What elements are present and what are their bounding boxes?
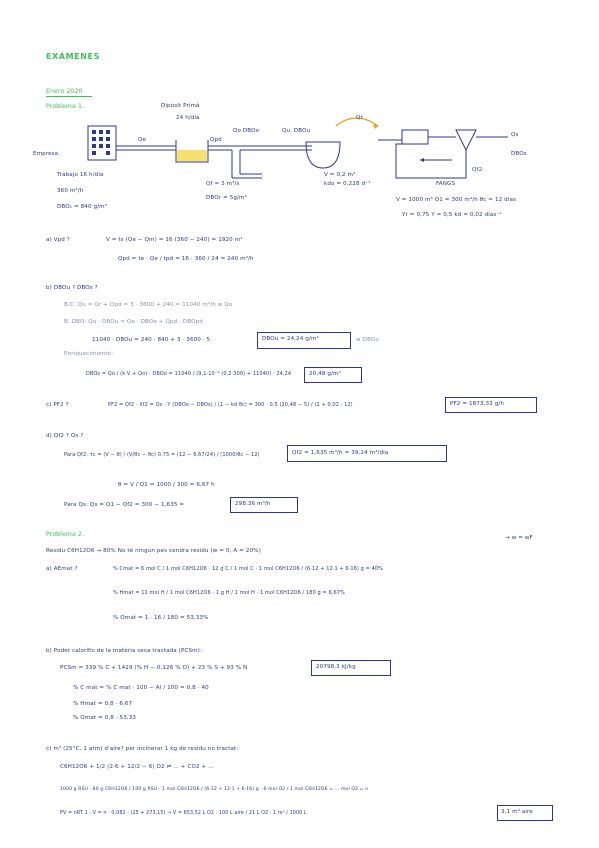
p1-d-result1-box bbox=[287, 445, 447, 462]
p1-d-result1: Qf2 = 1,635 m³/h = 39,24 m³/día bbox=[292, 450, 389, 456]
diagram-qu-label: Qu, DBOu bbox=[282, 128, 311, 134]
p1-d-line3: Para Qs: Qs = Q1 − Qf2 = 300 − 1,635 = bbox=[64, 502, 185, 508]
diagram-reactor-volume: V = 0,2 m³ bbox=[324, 172, 356, 178]
p2-c-result: 3,1 m³ aire bbox=[501, 809, 533, 815]
diagram-qpd-label: Qpd bbox=[210, 137, 222, 143]
diagram-params1: V = 1000 m³ Q1 = 300 m³/h θc = 12 días bbox=[396, 197, 516, 203]
p2-b-label: b) Poder calorífic de la matèria seca tr… bbox=[46, 648, 202, 654]
p2-c-line3: PV = nRT 1 · V = n · 0,082 · (25 + 273,1… bbox=[60, 811, 307, 816]
p1-d-label: d) Qf2 ? Qs ? bbox=[46, 433, 84, 439]
p2-a-c: % Cmat = 6 mol C / 1 mol C6H12O6 · 12 g … bbox=[113, 566, 384, 572]
diagram-flow-label: 360 m³/h bbox=[57, 188, 84, 194]
p1-b-line1: B.C: Qu = Qr + Qpd = 3 · 3600 + 240 = 11… bbox=[64, 302, 233, 308]
p2-b-h: % Hmat = 0,8 · 6,67 bbox=[73, 701, 133, 707]
p1-b-result1: DBOu = 24,24 g/m³ bbox=[262, 336, 319, 342]
p1-a-line1: V = ts (Qe − Qm) = 16 (360 − 240) = 1920… bbox=[106, 237, 243, 243]
p1-d-result2-box bbox=[230, 497, 298, 513]
diagram-dbof-label: DBOr = 5g/m³ bbox=[206, 195, 247, 201]
diagram-qo-label: Qo DBOo bbox=[233, 128, 260, 134]
p2-b-line: PCSm = 339 % C + 1419 (% H − 0,126 % O) … bbox=[60, 665, 248, 671]
p2-a-label: a) AEmat ? bbox=[46, 566, 78, 572]
p1-c-result-box bbox=[445, 397, 537, 413]
p2-b-o: % Omat = 0,8 · 53,33 bbox=[73, 715, 137, 721]
p2-a-o: % Omat = 1 · 16 / 180 = 53,33% bbox=[113, 615, 209, 621]
p2-residue-note: → w = wF bbox=[505, 535, 533, 541]
problem2-title: Problema 2. bbox=[46, 531, 85, 538]
p1-b-result1-box bbox=[257, 332, 351, 349]
p1-c-result: PF2 = 1873,33 g/h bbox=[450, 401, 504, 407]
p2-c-line1: C6H12O6 + 1/2 (2·6 + 12/2 − 6) O2 ⇌ … + … bbox=[60, 764, 214, 770]
p2-c-label: c) m³ (25°C, 1 atm) d'aire? per incinera… bbox=[46, 746, 239, 752]
diagram-deposit-time: 24 h/día bbox=[176, 115, 200, 121]
diagram-deposit-label: Dipòsit Primà bbox=[161, 103, 200, 109]
diagram-qr-label: Qr bbox=[356, 115, 363, 121]
problem1-title: Problema 1. bbox=[46, 103, 85, 110]
p1-b-result2-box bbox=[304, 367, 362, 383]
diagram-dbos-label: DBOs bbox=[511, 151, 527, 157]
p1-b-equiv: ≡ DBOo bbox=[356, 337, 379, 343]
diagram-qf2-label: Qf2 bbox=[472, 167, 483, 173]
p2-c-result-box bbox=[497, 805, 553, 821]
exam-date: Enero 2020 bbox=[46, 88, 83, 95]
p1-c-line: PF2 = Qf2 · Xf2 = Qs · Y (DBOo − DBOs) /… bbox=[108, 402, 353, 408]
p1-d-line2: θ = V / Q1 = 1000 / 300 = 6,67 h bbox=[118, 482, 215, 488]
p1-a-label: a) Vpd ? bbox=[46, 237, 70, 243]
p1-c-label: c) PF2 ? bbox=[46, 402, 69, 408]
diagram-qf-label: Qf = 3 m³/s bbox=[206, 181, 240, 187]
p1-d-line1: Para Qf2: τc = (V − θ) / (V/θc − θc) 0,7… bbox=[64, 452, 260, 458]
p2-b-result: 20798,3 kJ/kg bbox=[316, 664, 356, 670]
diagram-reactor-k: kdo = 0,228 d⁻¹ bbox=[324, 181, 371, 187]
diagram-trabajo-label: Trabajo 16 h/día bbox=[57, 172, 104, 178]
p1-a-line2: Qpd = te · Qe / tpd = 16 · 360 / 24 = 24… bbox=[118, 256, 254, 262]
page-heading: EXÁMENES bbox=[46, 52, 100, 61]
exam-date-underline bbox=[46, 96, 92, 97]
p1-b-result2: 20,48 g/m³ bbox=[309, 371, 341, 377]
diagram-fangs-label: FANGS bbox=[436, 181, 456, 187]
p2-c-line2: 1000 g RSU · 80 g C6H12O6 / 100 g RSU · … bbox=[60, 787, 369, 792]
p1-b-line3: 11040 · DBOu = 240 · 840 + 3 · 3600 · 5 bbox=[92, 337, 211, 343]
diagram-params2: Yr = 0,75 Y = 0,5 kd = 0,02 días⁻¹ bbox=[402, 212, 502, 218]
diagram-dbo-label: DBO₁ = 840 g/m³ bbox=[57, 204, 108, 210]
p2-a-h: % Hmat = 12 mol H / 1 mol C6H12O6 · 1 g … bbox=[113, 590, 345, 596]
diagram-qs-label: Qs bbox=[511, 132, 519, 138]
p1-b-label: b) DBOu ? DBOs ? bbox=[46, 285, 98, 291]
p1-b-line4: DBOs = Qo / (k·V + Qo) · DBOo = 11040 / … bbox=[86, 371, 292, 377]
p1-b-line2: B. DBO: Qu · DBOu = Qe · DBOe + Qpd · DB… bbox=[64, 319, 203, 325]
p1-b-enrich-label: Enriquecimiento: bbox=[64, 351, 114, 357]
diagram-empresa-label: Empresa bbox=[33, 151, 59, 157]
p2-b-c: % C mat = % C mat · 100 − Al / 100 = 0,8… bbox=[73, 685, 209, 691]
diagram-qe-label: Qe bbox=[138, 137, 147, 143]
p1-d-result2: 298,36 m³/h bbox=[235, 501, 271, 507]
p2-b-result-box bbox=[311, 660, 391, 676]
p2-intro: Residu C6H12O6 → 80% No té ningun pes ce… bbox=[46, 548, 261, 554]
